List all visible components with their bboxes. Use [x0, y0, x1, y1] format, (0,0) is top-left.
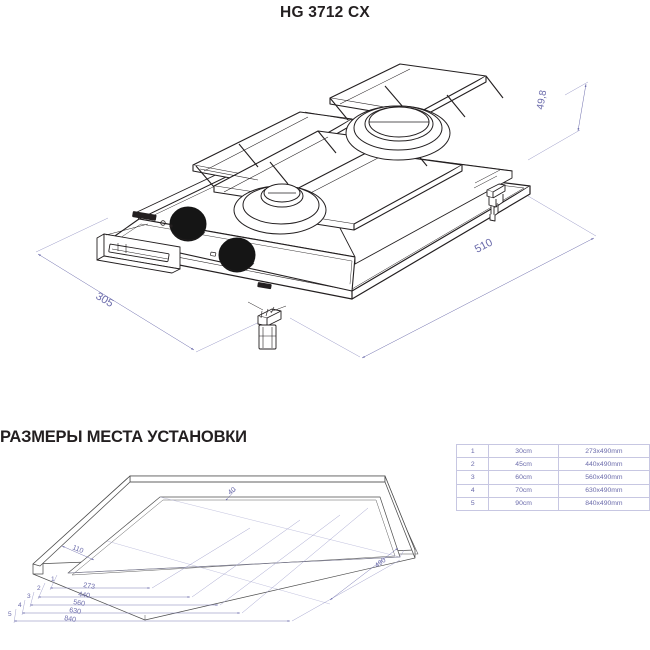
control-panel-face: [111, 218, 356, 292]
control-knob-rear[interactable]: [169, 206, 207, 242]
small-burner: [233, 183, 327, 235]
table-cell-cabinet: 60cm: [488, 470, 559, 485]
table-cell-index: 5: [455, 496, 490, 511]
table-cell-cutout: 560x490mm: [557, 470, 650, 485]
dimension-label-front-gap: 110: [71, 544, 84, 555]
table-cell-cabinet: 30cm: [488, 443, 559, 459]
callout-index-2: 2: [37, 585, 41, 592]
dimension-table: 1 30cm 273x490mm 2 45cm 440x490mm 3 60cm…: [455, 443, 650, 511]
table-cell-cutout: 840x490mm: [557, 496, 650, 511]
gas-inlet-connector: [473, 169, 506, 222]
hob-base-plate: [102, 154, 531, 292]
hob-top-surface: [138, 142, 513, 258]
table-cell-cabinet: 45cm: [488, 457, 559, 472]
callout-index-4: 4: [18, 602, 22, 609]
dimension-label-cutout-depth: 490: [374, 557, 388, 570]
pan-support-grate: [192, 63, 504, 231]
table-cell-index: 2: [455, 457, 490, 472]
callout-index-5: 5: [8, 611, 12, 618]
table-row: 5 90cm 840x490mm: [455, 496, 650, 511]
table-cell-cabinet: 70cm: [488, 483, 559, 498]
installation-dimension-lines: [13, 488, 405, 624]
dimension-labels: 510 305 49,8 110 40 490 273 440 560 630 …: [8, 89, 549, 624]
dimension-label-chain-5: 840: [64, 615, 77, 624]
product-dimension-lines: [35, 81, 597, 359]
brand-badge: [132, 211, 272, 290]
dimension-label-chain-4: 630: [69, 607, 82, 616]
callout-index-3: 3: [27, 593, 31, 600]
table-row: 3 60cm 560x490mm: [455, 470, 650, 485]
table-cell-cutout: 630x490mm: [557, 483, 650, 498]
mounting-bracket: [96, 223, 181, 274]
installation-cutout-drawing: [32, 475, 419, 621]
dimension-label-chain-1: 273: [83, 582, 96, 591]
large-burner: [345, 105, 451, 161]
table-cell-index: 4: [455, 483, 490, 498]
table-cell-cutout: 440x490mm: [557, 457, 650, 472]
dimension-label-width: 510: [473, 237, 495, 256]
table-row: 4 70cm 630x490mm: [455, 483, 650, 498]
control-knob-front[interactable]: [218, 237, 256, 273]
installation-section-heading: РАЗМЕРЫ МЕСТА УСТАНОВКИ: [0, 428, 247, 446]
callout-index-1: 1: [51, 576, 55, 583]
dimension-label-chain-3: 560: [73, 599, 86, 608]
table-cell-index: 1: [455, 443, 490, 459]
table-row: 2 45cm 440x490mm: [455, 457, 650, 472]
power-plug: [247, 301, 287, 350]
dimension-table-body: 1 30cm 273x490mm 2 45cm 440x490mm 3 60cm…: [455, 443, 650, 511]
control-knobs[interactable]: [169, 206, 256, 273]
table-cell-cabinet: 90cm: [488, 496, 559, 511]
table-row: 1 30cm 273x490mm: [455, 443, 650, 459]
dimension-label-depth: 305: [93, 290, 115, 310]
cooktop-body: [102, 136, 531, 300]
page-title: HG 3712 CX: [280, 4, 370, 21]
dimension-label-height: 49,8: [535, 89, 549, 111]
table-cell-cutout: 273x490mm: [557, 443, 650, 459]
table-cell-index: 3: [455, 470, 490, 485]
dimension-label-chain-2: 440: [78, 591, 91, 600]
dimension-label-worktop-thickness: 40: [227, 486, 238, 496]
